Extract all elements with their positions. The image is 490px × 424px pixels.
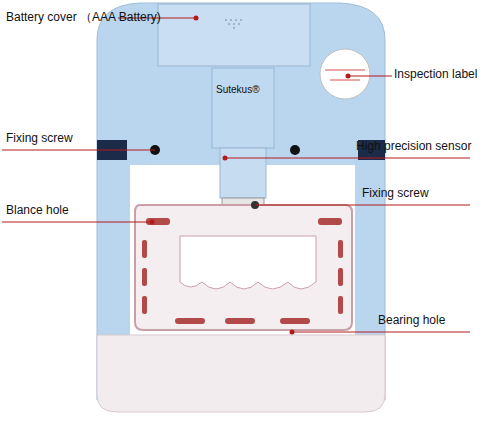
part-label: Battery cover （AAA Battery) <box>6 11 161 25</box>
battery-cover <box>158 4 310 66</box>
seal-mark <box>325 70 365 71</box>
part-label: Fixing screw <box>6 132 73 146</box>
inspection-seal <box>320 49 370 99</box>
inner-handle <box>135 205 352 330</box>
sensor-shaft <box>220 148 266 198</box>
handle-cutout <box>180 236 316 289</box>
part-label: Bearing hole <box>378 314 445 328</box>
seal-mark <box>330 80 360 81</box>
fixing-screw <box>290 145 300 155</box>
outer-handle <box>97 335 385 412</box>
leader-lines <box>2 18 470 332</box>
vent-dots <box>225 19 242 29</box>
sensor-housing <box>212 68 274 148</box>
part-label: High precision sensor <box>356 140 471 154</box>
bearing-holes <box>142 218 343 324</box>
part-label: Blance hole <box>6 204 69 218</box>
leader-dots <box>150 16 351 335</box>
part-label: Fixing screw <box>362 187 429 201</box>
brand-label: Sutekus® <box>216 84 260 96</box>
part-label: Inspection label <box>394 68 477 82</box>
